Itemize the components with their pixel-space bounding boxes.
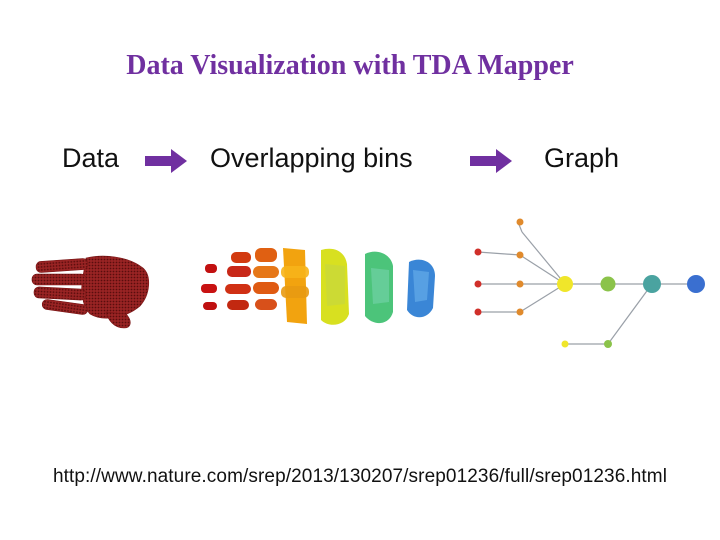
overlapping-bins-figure xyxy=(201,248,435,325)
graph-node xyxy=(600,276,616,292)
bin-3 xyxy=(253,248,279,310)
graph-node xyxy=(516,280,524,288)
graph-node xyxy=(516,251,524,259)
bin-2 xyxy=(225,252,251,310)
arrow-right-icon xyxy=(470,149,512,173)
graph-node xyxy=(516,218,524,226)
graph-node xyxy=(604,340,612,348)
graph-node xyxy=(687,275,705,293)
graph-node xyxy=(474,308,482,316)
graph-node xyxy=(474,248,482,256)
bin-4 xyxy=(281,248,309,324)
slide-title: Data Visualization with TDA Mapper xyxy=(126,50,574,81)
graph-node xyxy=(643,275,661,293)
graph-node xyxy=(516,308,524,316)
overlapping-bins-label: Overlapping bins xyxy=(210,143,413,173)
graph-nodes xyxy=(474,218,705,348)
graph-node xyxy=(474,280,482,288)
mapper-graph xyxy=(474,218,705,348)
source-url[interactable]: http://www.nature.com/srep/2013/130207/s… xyxy=(52,466,668,487)
graph-node xyxy=(557,276,573,292)
graph-node xyxy=(561,340,569,348)
bin-7 xyxy=(407,259,435,318)
bin-5 xyxy=(321,248,349,325)
graph-label: Graph xyxy=(544,143,620,173)
hand-point-cloud xyxy=(31,255,149,329)
data-label: Data xyxy=(62,143,120,173)
bin-1 xyxy=(201,264,217,310)
arrow-right-icon xyxy=(145,149,187,173)
bin-6 xyxy=(365,251,393,324)
graph-edges xyxy=(477,221,696,345)
